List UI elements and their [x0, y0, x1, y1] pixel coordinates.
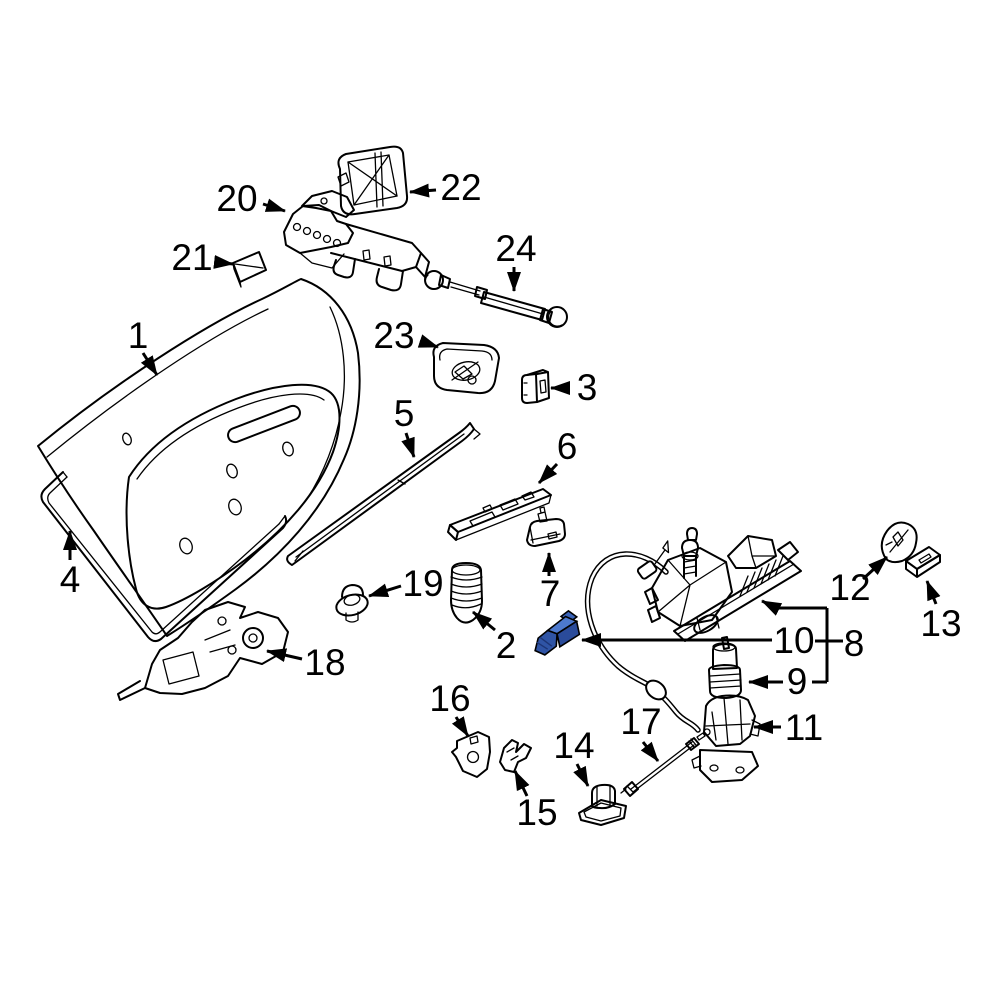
part-label-8: 8 — [844, 623, 865, 664]
part-label-19: 19 — [402, 563, 443, 604]
plate-bracket-drawing — [451, 731, 491, 778]
weatherstrip-seal-drawing — [40, 471, 288, 643]
callout-arrow — [368, 583, 402, 598]
trim-strip-drawing — [286, 422, 481, 566]
part-label-13: 13 — [920, 603, 961, 644]
part-label-17: 17 — [620, 701, 661, 742]
part-label-21: 21 — [171, 237, 212, 278]
lock-cover-drawing — [432, 342, 500, 395]
callout-arrow — [401, 432, 416, 458]
cable-drawing — [584, 551, 701, 733]
part-label-4: 4 — [60, 559, 81, 600]
part-label-9: 9 — [787, 661, 808, 702]
part-label-15: 15 — [516, 792, 557, 833]
trunk-lid-drawing — [37, 278, 361, 637]
rod-drawing — [620, 728, 711, 797]
part-label-3: 3 — [577, 367, 598, 408]
latch-drawing — [691, 694, 761, 783]
gasket-drawing — [880, 521, 918, 564]
callout-arrow — [266, 648, 303, 663]
grommet-drawing — [335, 584, 369, 623]
callout-arrow — [537, 462, 559, 485]
clip-retainer-drawing — [521, 369, 550, 404]
callout-arrow — [640, 741, 660, 762]
part-label-23: 23 — [373, 315, 414, 356]
callout-arrow — [262, 198, 286, 213]
part-label-20: 20 — [216, 178, 257, 219]
part-label-10: 10 — [773, 620, 814, 661]
callout-arrow — [213, 254, 234, 269]
hinge-cover-bracket-drawing — [337, 145, 409, 216]
callout-arrow — [513, 770, 530, 797]
group-callout-arrow — [761, 599, 827, 616]
gas-strut-drawing — [424, 270, 568, 328]
shim-pad-drawing — [232, 251, 267, 288]
callout-arrow — [451, 716, 470, 737]
striker-plate-drawing — [905, 546, 941, 578]
part-label-16: 16 — [429, 678, 470, 719]
part-label-7: 7 — [540, 573, 561, 614]
callout-arrow — [417, 334, 439, 349]
license-lamp-drawing — [526, 506, 566, 547]
part-label-1: 1 — [128, 315, 149, 356]
callout-arrow — [925, 580, 941, 605]
buffer-bumper-drawing — [578, 783, 627, 826]
part-label-22: 22 — [440, 167, 481, 208]
callout-arrow — [861, 555, 889, 581]
highlighted-switch-drawing — [534, 609, 581, 656]
lock-cylinder-drawing — [708, 636, 742, 699]
part-label-24: 24 — [495, 228, 536, 269]
hinge-assembly-drawing — [283, 190, 430, 292]
callout-arrow — [409, 183, 437, 198]
part-label-18: 18 — [304, 642, 345, 683]
hinge-mount-bracket-drawing — [117, 601, 289, 701]
part-label-14: 14 — [553, 725, 594, 766]
lamp-carrier-panel-drawing — [447, 488, 552, 541]
lock-assembly-drawing — [636, 527, 802, 642]
part-label-5: 5 — [394, 393, 415, 434]
part-label-2: 2 — [496, 625, 517, 666]
callout-arrow — [472, 610, 496, 632]
callout-arrow — [573, 763, 590, 787]
part-label-6: 6 — [557, 426, 578, 467]
bent-bracket-drawing — [499, 739, 532, 773]
part-label-12: 12 — [829, 567, 870, 608]
callout-arrow — [140, 352, 159, 376]
part-label-11: 11 — [785, 707, 823, 748]
